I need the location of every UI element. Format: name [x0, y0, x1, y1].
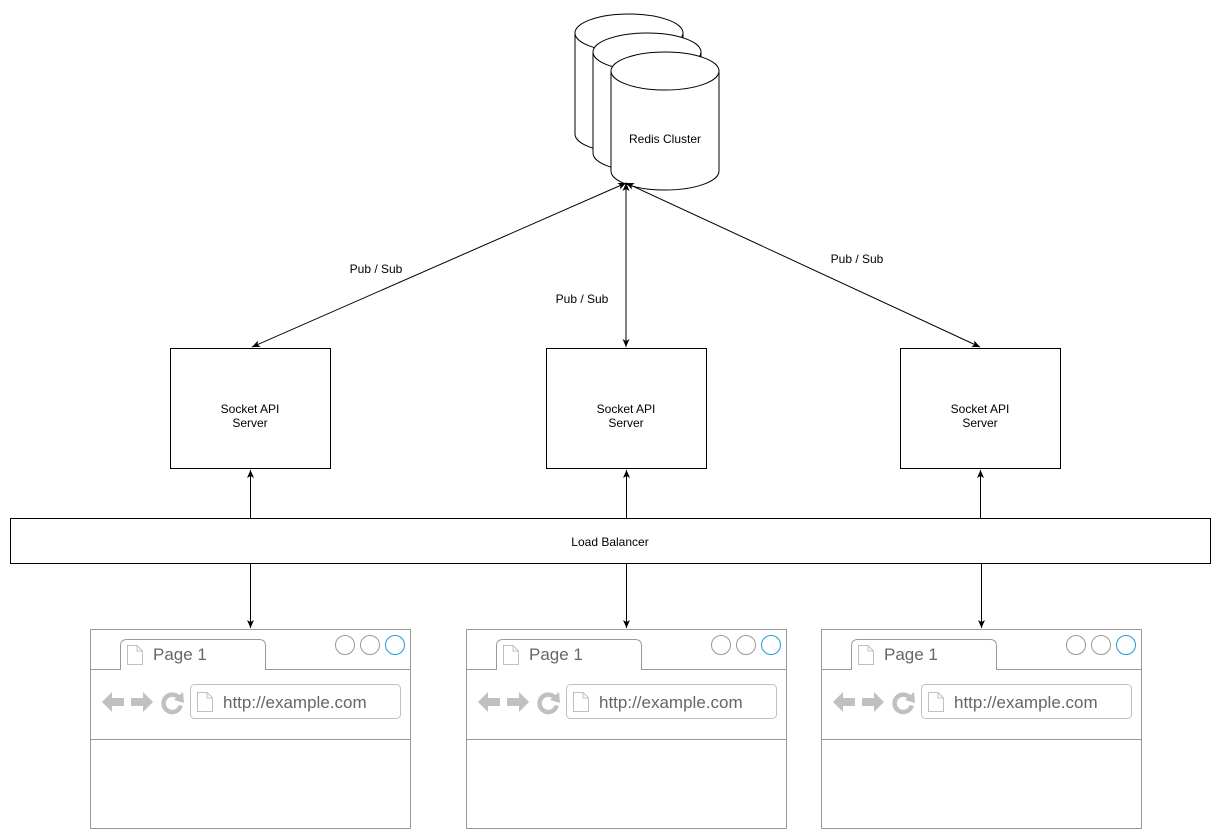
reload-icon[interactable]: [892, 692, 915, 715]
page-icon: [858, 645, 874, 665]
socket-server-left: Socket API Server: [170, 348, 331, 469]
socket-server-label-line1: Socket API: [221, 402, 280, 416]
address-bar[interactable]: [190, 684, 401, 719]
back-arrow-icon[interactable]: [833, 692, 855, 712]
window-control-circle[interactable]: [761, 635, 781, 655]
address-bar[interactable]: [921, 684, 1132, 719]
window-control-circle[interactable]: [736, 635, 756, 655]
back-arrow-icon[interactable]: [102, 692, 124, 712]
pubsub-label-middle: Pub / Sub: [556, 292, 609, 306]
reload-icon[interactable]: [537, 692, 560, 715]
address-bar-url: http://example.com: [599, 693, 743, 712]
page-icon: [127, 645, 143, 665]
tab-title: Page 1: [153, 645, 207, 664]
tab-title: Page 1: [884, 645, 938, 664]
address-bar-url: http://example.com: [954, 693, 1098, 712]
page-icon: [573, 692, 589, 712]
forward-arrow-icon[interactable]: [862, 692, 884, 712]
redis-node-front: [610, 51, 720, 191]
address-bar[interactable]: [566, 684, 777, 719]
window-control-circle[interactable]: [1066, 635, 1086, 655]
window-control-circle[interactable]: [1116, 635, 1136, 655]
socket-server-label-line1: Socket API: [951, 402, 1010, 416]
browser-window-right: Page 1 http://example.com: [821, 629, 1142, 829]
page-icon: [928, 692, 944, 712]
load-balancer-label: Load Balancer: [571, 535, 648, 549]
window-control-circle[interactable]: [385, 635, 405, 655]
back-arrow-icon[interactable]: [478, 692, 500, 712]
window-control-circle[interactable]: [711, 635, 731, 655]
pubsub-label-left: Pub / Sub: [350, 262, 403, 276]
pubsub-label-right: Pub / Sub: [831, 252, 884, 266]
tab-title: Page 1: [529, 645, 583, 664]
window-control-circle[interactable]: [1091, 635, 1111, 655]
browser-window-left: Page 1 http://example.com: [90, 629, 411, 829]
socket-server-middle: Socket API Server: [546, 348, 707, 469]
load-balancer: Load Balancer: [10, 518, 1211, 564]
lb-to-server-arrows: [247, 470, 984, 518]
window-control-circle[interactable]: [360, 635, 380, 655]
reload-icon[interactable]: [161, 692, 184, 715]
window-control-circle[interactable]: [335, 635, 355, 655]
socket-server-label-line1: Socket API: [597, 402, 656, 416]
page-icon: [197, 692, 213, 712]
pubsub-links: Pub / Sub Pub / Sub Pub / Sub: [251, 182, 981, 348]
pubsub-link-left: [251, 182, 627, 348]
socket-server-label-line2: Server: [608, 416, 643, 430]
forward-arrow-icon[interactable]: [507, 692, 529, 712]
socket-server-label-line2: Server: [232, 416, 267, 430]
redis-cluster: Redis Cluster: [574, 13, 720, 191]
pubsub-link-right: [625, 182, 981, 348]
browser-tab[interactable]: [90, 639, 411, 670]
page-icon: [503, 645, 519, 665]
redis-cluster-label: Redis Cluster: [629, 132, 701, 146]
socket-server-label-line2: Server: [962, 416, 997, 430]
lb-to-browser-arrows: [247, 564, 985, 628]
forward-arrow-icon[interactable]: [131, 692, 153, 712]
socket-server-right: Socket API Server: [900, 348, 1061, 469]
address-bar-url: http://example.com: [223, 693, 367, 712]
browser-tab[interactable]: [466, 639, 787, 670]
browser-window-middle: Page 1 http://example.com: [466, 629, 787, 829]
browser-tab[interactable]: [821, 639, 1142, 670]
